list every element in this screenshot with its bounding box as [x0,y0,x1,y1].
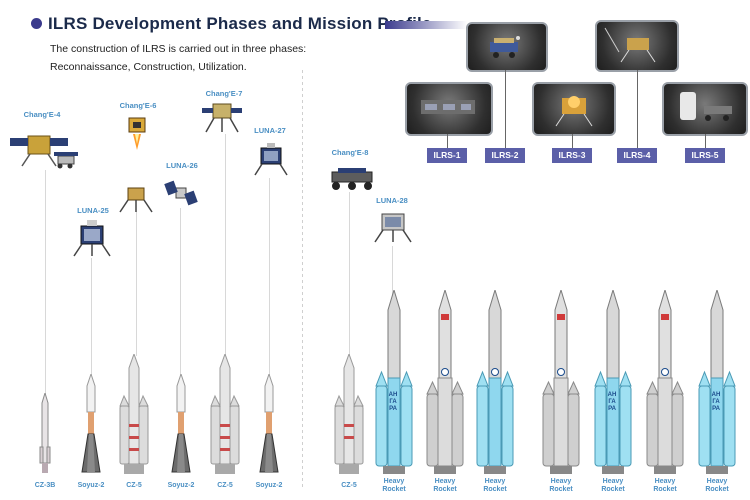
luna26-orbiter-icon [164,180,198,206]
trajectory-line [91,258,92,376]
heavy-rocket-icon [646,290,684,474]
soyuz2-rocket-icon [81,374,101,473]
ilrs-photo-5 [662,82,748,136]
trajectory-line [45,170,46,395]
luna28-lander-icon [374,213,412,243]
angara-heavy-rocket-icon [375,290,413,474]
change7-lander-icon [202,103,242,133]
change8-rover-icon [331,168,373,190]
cz5-rocket-icon [334,354,364,474]
heavy-rocket-icon [426,290,464,474]
trajectory-line [392,246,393,310]
connector-line [572,134,573,148]
ilrs-photo-1 [405,82,493,136]
title-bullet-icon [31,18,42,29]
connector-line [705,134,706,148]
luna25-lander-icon [73,220,111,257]
trajectory-line [180,208,181,376]
rocket-label: Soyuz-2 [167,482,195,489]
ilrs-1-badge: ILRS-1 [427,148,467,163]
trajectory-line [225,134,226,356]
angara-text: АНГАРА [388,392,398,412]
mission-label-change6: Chang'E-6 [119,101,157,110]
phase-divider [302,70,303,490]
rocket-label: CZ-5 [217,482,233,489]
rocket-label: CZ-5 [126,482,142,489]
mission-label-luna28: LUNA-28 [376,196,408,205]
ilrs-4-badge: ILRS-4 [617,148,657,163]
connector-line [447,134,448,148]
angara-heavy-rocket-icon [594,290,632,474]
mission-label-change8: Chang'E-8 [331,148,369,157]
rocket-label: CZ-5 [341,482,357,489]
ilrs-photo-lander [595,20,679,72]
trajectory-line [349,192,350,356]
intro-line-1: The construction of ILRS is carried out … [50,43,307,55]
ilrs-2-badge: ILRS-2 [485,148,525,163]
change4-lander-rover-icon [10,135,78,169]
trajectory-line [136,212,137,356]
mission-label-luna25: LUNA-25 [77,206,109,215]
rocket-label: CZ-3B [34,482,56,489]
heavy-rocket-icon [542,290,580,474]
mission-label-change4: Chang'E-4 [23,110,61,119]
angara-text: АНГАРА [711,392,721,412]
connector-line [637,70,638,148]
ilrs-5-badge: ILRS-5 [685,148,725,163]
soyuz2-rocket-icon [259,374,279,473]
rocket-label: Soyuz-2 [255,482,283,489]
intro-line-2: Reconnaissance, Construction, Utilizatio… [50,61,247,73]
change6-probe-icon [128,117,146,150]
title-accent-bar [385,21,467,29]
ilrs-photo-3 [532,82,616,136]
cz5-rocket-icon [210,354,240,474]
mission-label-luna26: LUNA-26 [166,161,198,170]
mission-label-change7: Chang'E-7 [205,89,243,98]
page-title: ILRS Development Phases and Mission Prof… [48,14,432,33]
connector-line [505,70,506,148]
cz3b-rocket-icon [39,393,51,473]
luna27-lander-icon [254,143,288,176]
angara-heavy-rocket-icon [698,290,736,474]
ilrs-photo-rover [466,22,548,72]
ilrs-3-badge: ILRS-3 [552,148,592,163]
trajectory-line [269,178,270,376]
angara-text: АНГАРА [607,392,617,412]
mission-label-luna27: LUNA-27 [254,126,286,135]
rocket-label: Soyuz-2 [77,482,105,489]
angara-heavy-rocket-icon [476,290,514,474]
lander-icon [119,187,153,213]
cz5-rocket-icon [119,354,149,474]
soyuz2-rocket-icon [171,374,191,473]
